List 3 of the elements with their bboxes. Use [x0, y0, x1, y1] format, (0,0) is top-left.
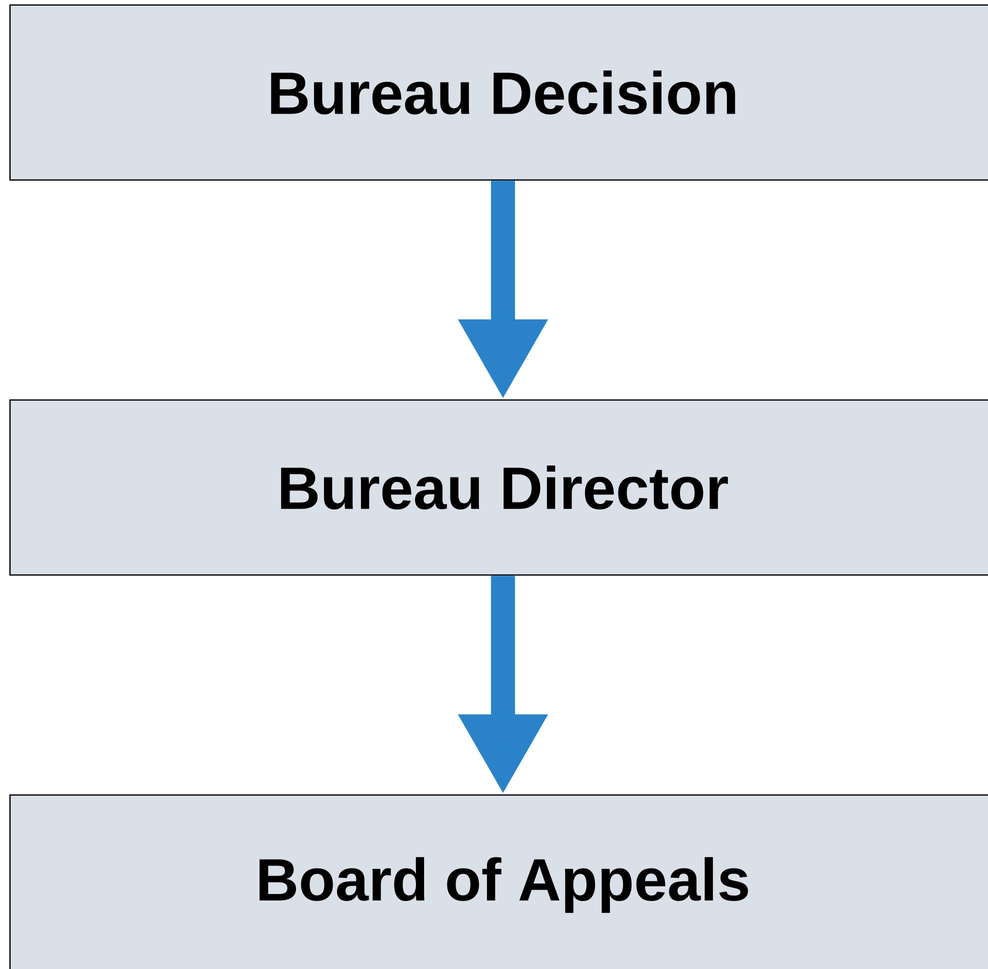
process-box: Bureau Director — [9, 399, 988, 576]
process-box: Bureau Decision — [9, 4, 988, 181]
process-box: Board of Appeals — [9, 794, 988, 969]
